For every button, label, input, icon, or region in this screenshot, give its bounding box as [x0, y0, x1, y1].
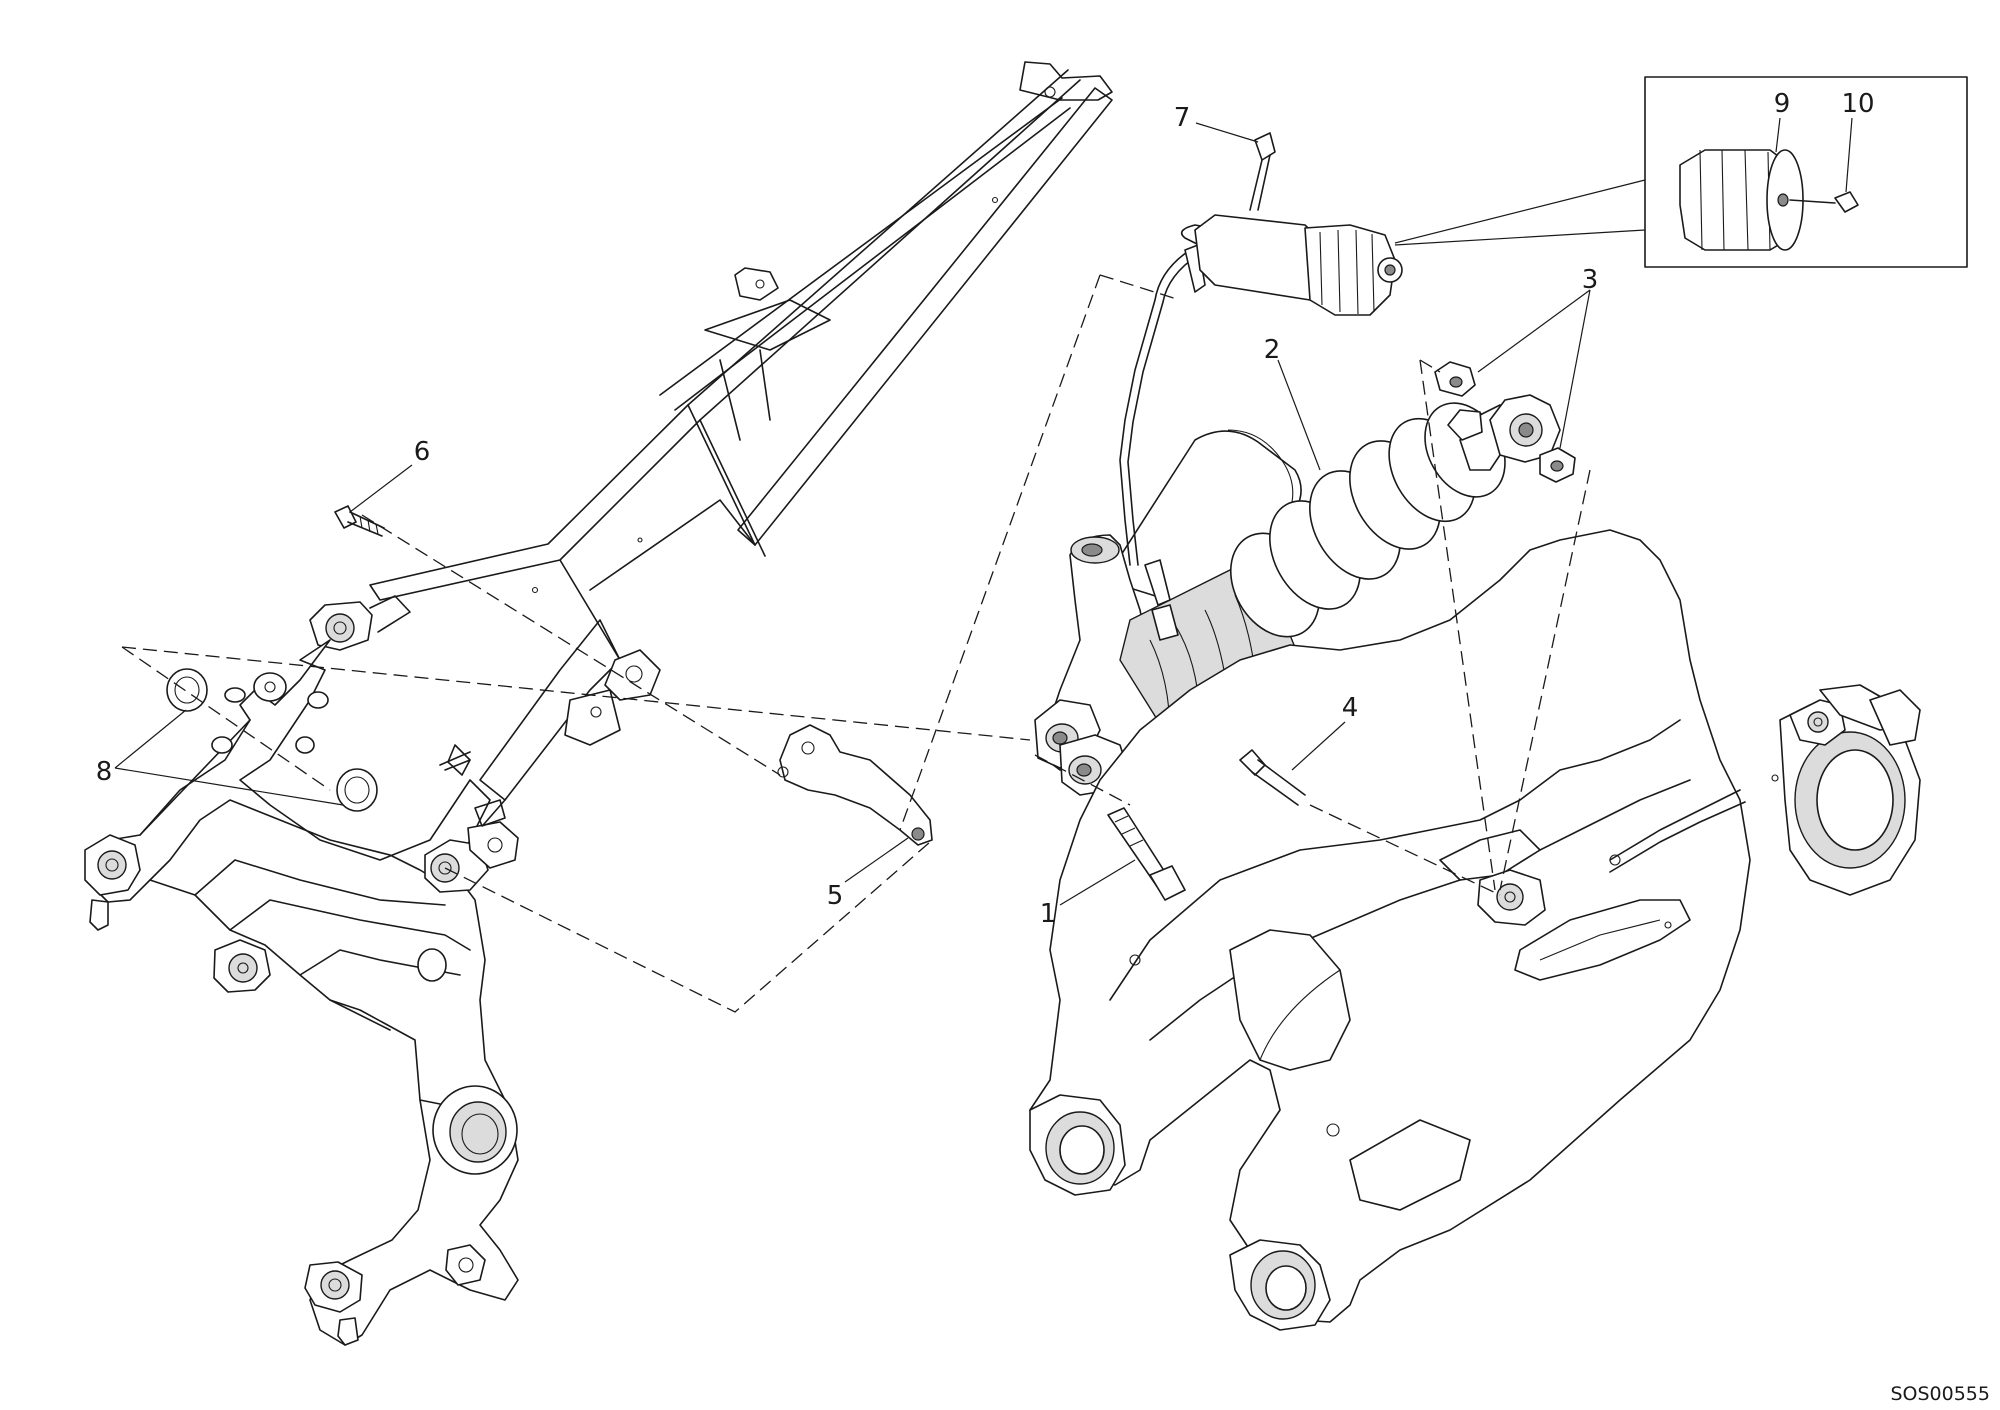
- callout-3: 3: [1582, 265, 1599, 295]
- callout-10: 10: [1841, 89, 1874, 119]
- callout-8: 8: [96, 757, 113, 787]
- callout-labels: 1 2 3 4 5 6 7 8 9 10: [96, 89, 1875, 929]
- callout-5: 5: [827, 881, 844, 911]
- drawing-code: SOS00555: [1890, 1383, 1990, 1405]
- inset-detail: [1394, 76, 1968, 268]
- shock-absorber-assembly: [1034, 132, 1561, 796]
- frame-assembly: [84, 61, 1113, 1346]
- callout-7: 7: [1174, 103, 1191, 133]
- callout-4: 4: [1342, 693, 1359, 723]
- callout-6: 6: [414, 437, 431, 467]
- leader-lines: [114, 117, 1853, 906]
- small-parts: [166, 361, 1576, 901]
- assembly-lines: [121, 274, 1591, 1013]
- callout-1: 1: [1040, 899, 1057, 929]
- callout-9: 9: [1774, 89, 1791, 119]
- swingarm-assembly: [1029, 529, 1921, 1331]
- callout-2: 2: [1264, 335, 1281, 365]
